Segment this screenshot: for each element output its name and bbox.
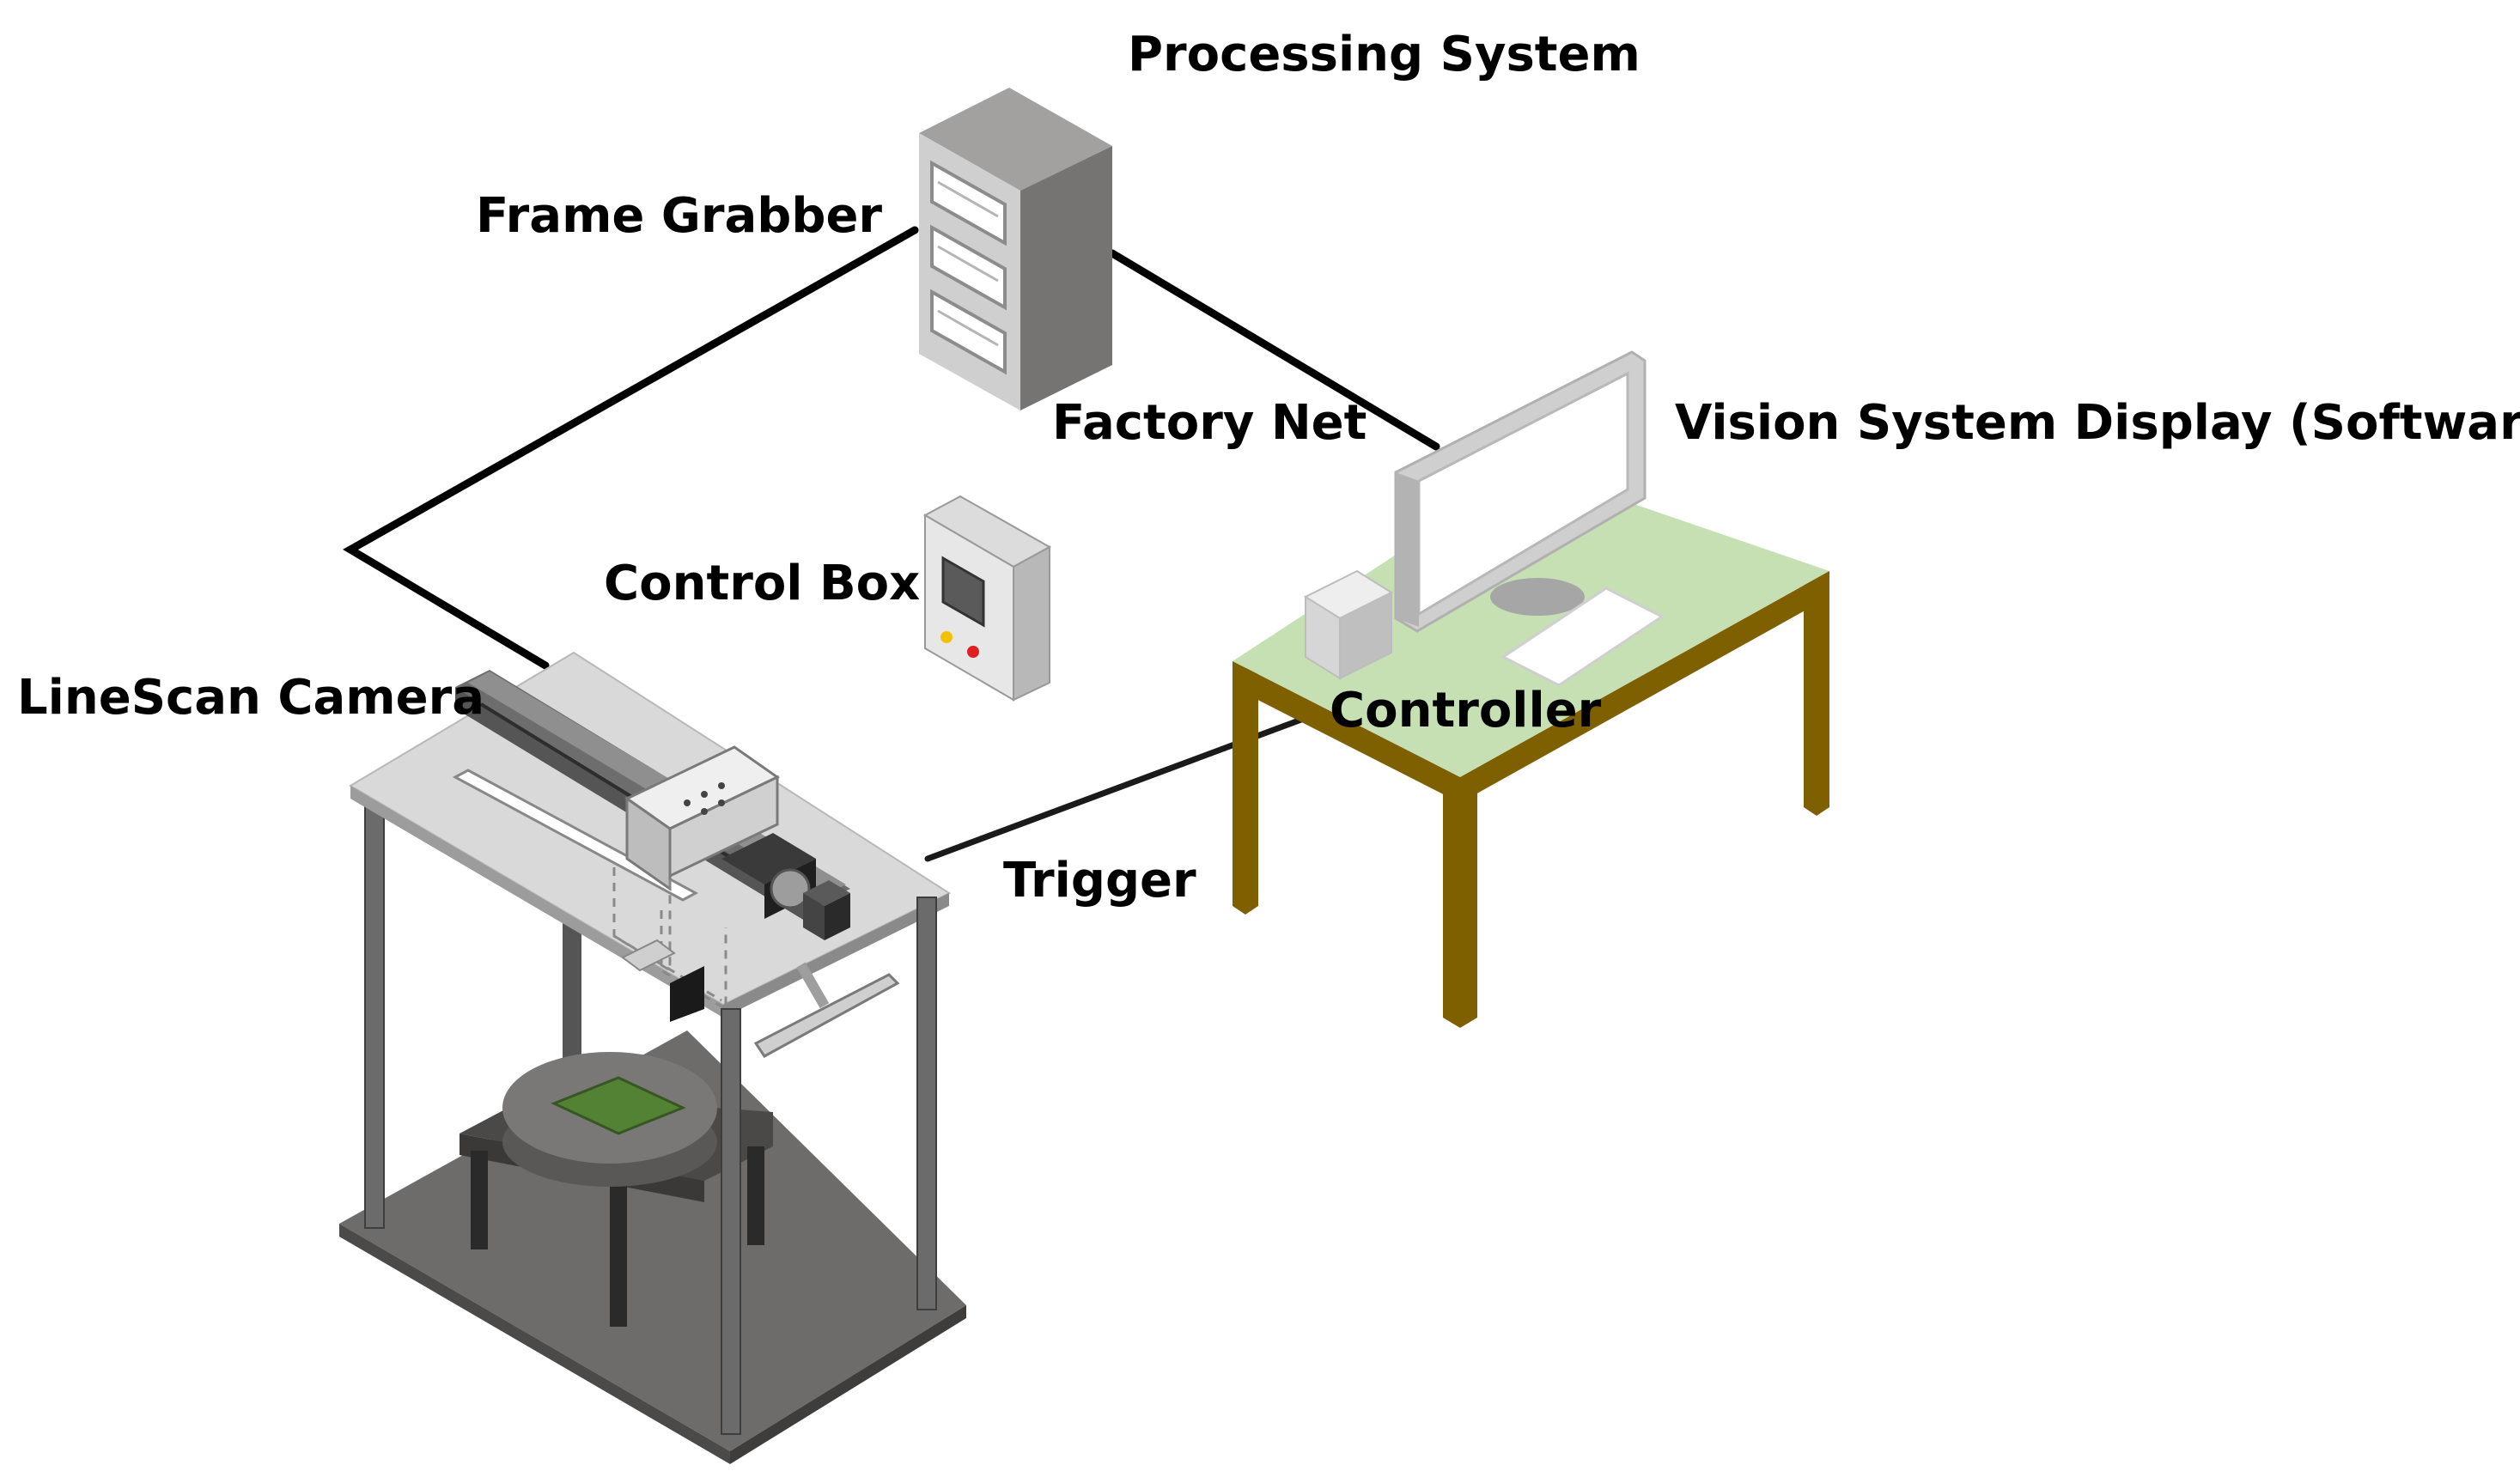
label-linescan-camera: LineScan Camera	[17, 670, 485, 726]
control-box-side	[1013, 545, 1050, 702]
label-controller: Controller	[1330, 683, 1602, 738]
frame-grabber-cable	[343, 226, 919, 670]
desk	[1233, 468, 1829, 1028]
server-tower	[919, 88, 1112, 410]
monitor-stand	[1490, 578, 1585, 616]
server-side	[1020, 146, 1112, 410]
label-factory-net: Factory Net	[1052, 395, 1367, 451]
keyboard	[1500, 587, 1665, 687]
factory-net-cable	[1108, 249, 1440, 451]
control-box	[922, 495, 1052, 702]
label-trigger: Trigger	[1003, 853, 1196, 909]
monitor	[1394, 350, 1647, 633]
label-vision-system-display: Vision System Display (Software)	[1675, 395, 2520, 451]
label-control-box: Control Box	[604, 556, 921, 611]
control-box-yellow-lamp	[940, 631, 953, 643]
sample-pcb	[551, 1076, 686, 1135]
stage-base	[339, 1030, 966, 1451]
server-drive-bays	[930, 160, 1007, 375]
desk-top	[1233, 468, 1829, 777]
pc-tower	[1303, 569, 1394, 680]
control-box-red-button	[967, 646, 979, 658]
control-box-screen	[941, 556, 985, 628]
linescan-camera	[721, 833, 816, 884]
label-processing-system: Processing System	[1128, 27, 1640, 82]
server-top	[919, 88, 1112, 191]
label-frame-grabber: Frame Grabber	[476, 188, 883, 244]
inspection-stage	[339, 651, 966, 1464]
